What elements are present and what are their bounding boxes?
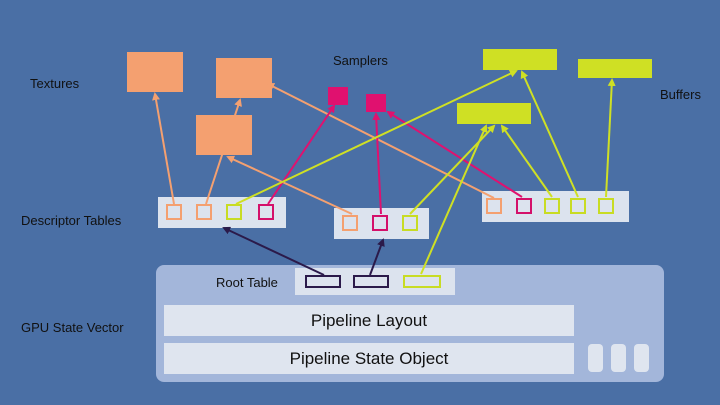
link-root-buffer bbox=[420, 124, 488, 275]
dt1-slot-texture-a bbox=[166, 204, 182, 220]
link-dt2-sampler bbox=[372, 112, 382, 215]
link-dt3-buffer-c bbox=[605, 78, 616, 198]
state-slot-2 bbox=[611, 344, 626, 372]
dt2-slot-buffer bbox=[402, 215, 418, 231]
link-dt2-texture bbox=[226, 155, 353, 215]
texture-2 bbox=[216, 58, 272, 98]
buffer-2 bbox=[578, 59, 652, 78]
texture-1 bbox=[127, 52, 183, 92]
root-table-label: Root Table bbox=[216, 275, 278, 290]
buffer-1 bbox=[483, 49, 557, 70]
dt1-slot-texture-b bbox=[196, 204, 212, 220]
dt2-slot-sampler bbox=[372, 215, 388, 231]
descriptor-tables-label: Descriptor Tables bbox=[21, 213, 122, 228]
sampler-1 bbox=[328, 87, 348, 105]
dt1-slot-buffer bbox=[226, 204, 242, 220]
dt1-slot-sampler bbox=[258, 204, 274, 220]
state-slot-1 bbox=[588, 344, 603, 372]
pipeline-layout-bar: Pipeline Layout bbox=[164, 305, 574, 336]
state-slot-3 bbox=[634, 344, 649, 372]
link-dt1-sampler bbox=[267, 104, 336, 205]
link-dt3-buffer-b bbox=[520, 70, 579, 198]
root-slot-1 bbox=[305, 275, 341, 288]
link-dt1-texture-b bbox=[205, 98, 242, 205]
link-dt2-buffer bbox=[409, 124, 496, 215]
root-slot-3 bbox=[403, 275, 441, 288]
dt3-slot-sampler bbox=[516, 198, 532, 214]
link-dt3-buffer-a bbox=[500, 124, 553, 198]
dt3-slot-texture bbox=[486, 198, 502, 214]
link-dt3-sampler bbox=[386, 110, 523, 198]
link-dt1-texture-a bbox=[152, 92, 175, 205]
pipeline-state-object-bar: Pipeline State Object bbox=[164, 343, 574, 374]
textures-label: Textures bbox=[30, 76, 80, 91]
dt3-slot-buffer-a bbox=[544, 198, 560, 214]
link-root-dt2 bbox=[369, 238, 385, 276]
buffer-3 bbox=[457, 103, 531, 124]
link-root-dt1 bbox=[222, 226, 325, 276]
buffers-label: Buffers bbox=[660, 87, 701, 102]
gpu-state-vector-label: GPU State Vector bbox=[21, 320, 124, 335]
sampler-2 bbox=[366, 94, 386, 112]
samplers-label: Samplers bbox=[333, 53, 388, 68]
descriptor-table-1 bbox=[158, 197, 286, 228]
link-dt3-texture bbox=[266, 83, 495, 199]
dt3-slot-buffer-c bbox=[598, 198, 614, 214]
dt3-slot-buffer-b bbox=[570, 198, 586, 214]
link-dt1-buffer bbox=[235, 69, 518, 205]
root-slot-2 bbox=[353, 275, 389, 288]
root-table bbox=[295, 268, 455, 295]
dt2-slot-texture bbox=[342, 215, 358, 231]
pipeline-layout-text: Pipeline Layout bbox=[310, 310, 428, 330]
descriptor-table-3 bbox=[482, 191, 629, 222]
pipeline-state-object-text: Pipeline State Object bbox=[289, 348, 449, 368]
